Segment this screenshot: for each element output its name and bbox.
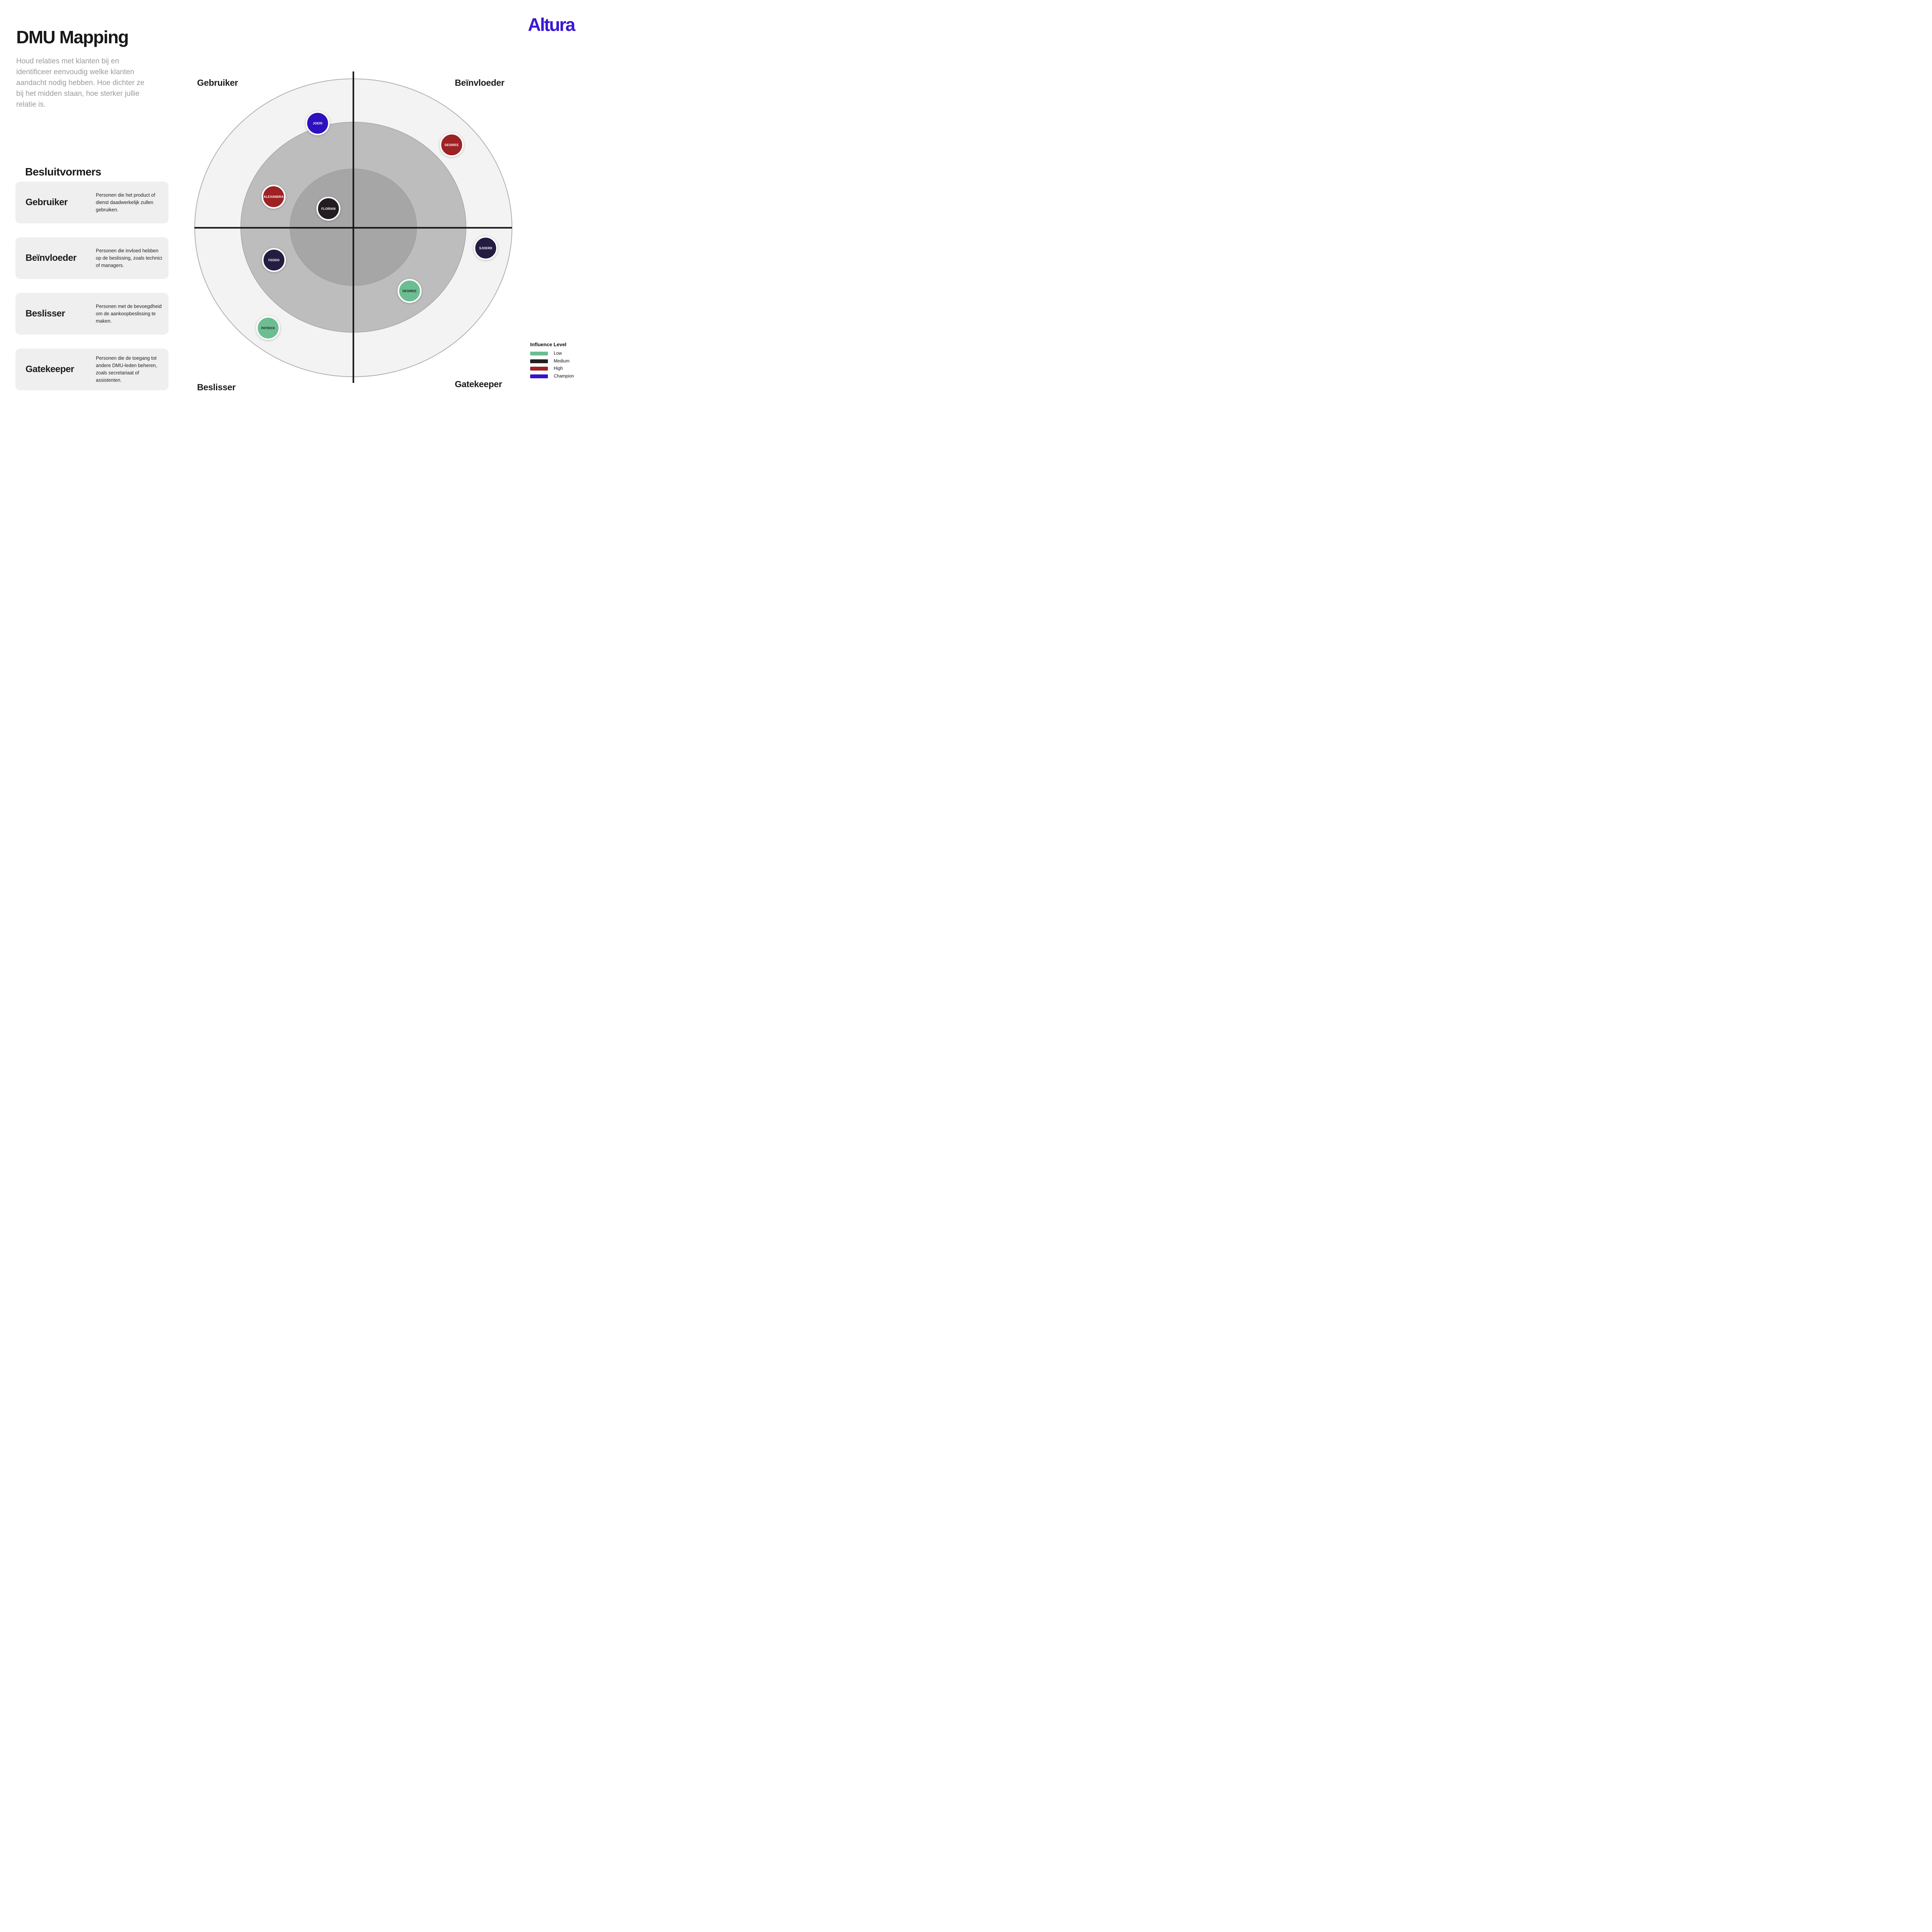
legend-label: Low [554,351,562,356]
person-name: DESIREE [402,289,417,293]
person-name: FLORIAN [321,207,336,211]
altura-logo: Altura [528,14,575,35]
quadrant-label-gebruiker: Gebruiker [197,78,238,88]
decision-makers-heading: Besluitvormers [25,166,101,178]
card-title: Gatekeeper [26,364,74,374]
legend-swatch [530,352,548,355]
quadrant-label-gatekeeper: Gatekeeper [455,379,502,389]
card-title: Beïnvloeder [26,253,77,263]
card-description: Personen die het product of dienst daadw… [96,192,155,213]
decision-maker-card-gebruiker: Gebruiker Personen die het product of die… [15,182,168,223]
person-dot-desiree-6[interactable]: DESIREE [398,279,422,303]
legend-label: High [554,366,563,371]
card-title: Gebruiker [26,197,68,207]
person-name: DESIREE [444,143,459,147]
legend-item-high: High [530,366,594,371]
person-name: FEDDO [268,258,280,262]
quadrant-chart [194,71,512,383]
card-title: Beslisser [26,308,65,319]
person-dot-alexandra-2[interactable]: ALEXANDRA [262,185,286,209]
quadrant-label-beslisser: Beslisser [197,382,236,392]
legend-item-champion: Champion [530,374,594,379]
person-dot-joeri-0[interactable]: JOERI [306,111,330,135]
dmu-mapping-page: DMU Mapping Houd relaties met klanten bi… [0,0,594,401]
person-dot-florian-3[interactable]: FLORIAN [316,197,340,221]
person-name: JOERI [313,121,323,125]
page-title: DMU Mapping [16,27,129,47]
person-dot-sjoerd-5[interactable]: SJOERD [474,236,498,260]
legend-item-low: Low [530,351,594,356]
person-dot-desiree-1[interactable]: DESIREE [440,133,464,157]
decision-maker-card-beslisser: Beslisser Personen met de bevoegdheid om … [15,293,168,335]
decision-maker-cards: Gebruiker Personen die het product of die… [15,182,168,401]
card-description: Personen die invloed hebben op de beslis… [96,248,162,268]
legend-label: Champion [554,374,574,379]
card-description: Personen die de toegang tot andere DMU-l… [96,355,157,383]
legend-swatch [530,367,548,371]
quadrant-label-beinvloeder: Beïnvloeder [455,78,505,88]
person-dot-feddo-4[interactable]: FEDDO [262,248,286,272]
legend-title: Influence Level [530,342,566,347]
page-description: Houd relaties met klanten bij en identif… [16,57,145,109]
person-name: SJOERD [479,246,493,250]
legend-label: Medium [554,359,570,364]
decision-maker-card-gatekeeper: Gatekeeper Personen die de toegang tot an… [15,349,168,390]
person-name: ALEXANDRA [263,195,284,199]
legend-swatch [530,359,548,363]
legend-swatch [530,374,548,378]
card-description: Personen met de bevoegdheid om de aankoo… [96,303,162,324]
decision-maker-card-beïnvloeder: Beïnvloeder Personen die invloed hebben o… [15,237,168,279]
person-name: PATRICK [261,326,275,330]
person-dot-patrick-7[interactable]: PATRICK [256,316,280,340]
legend-item-medium: Medium [530,359,594,364]
